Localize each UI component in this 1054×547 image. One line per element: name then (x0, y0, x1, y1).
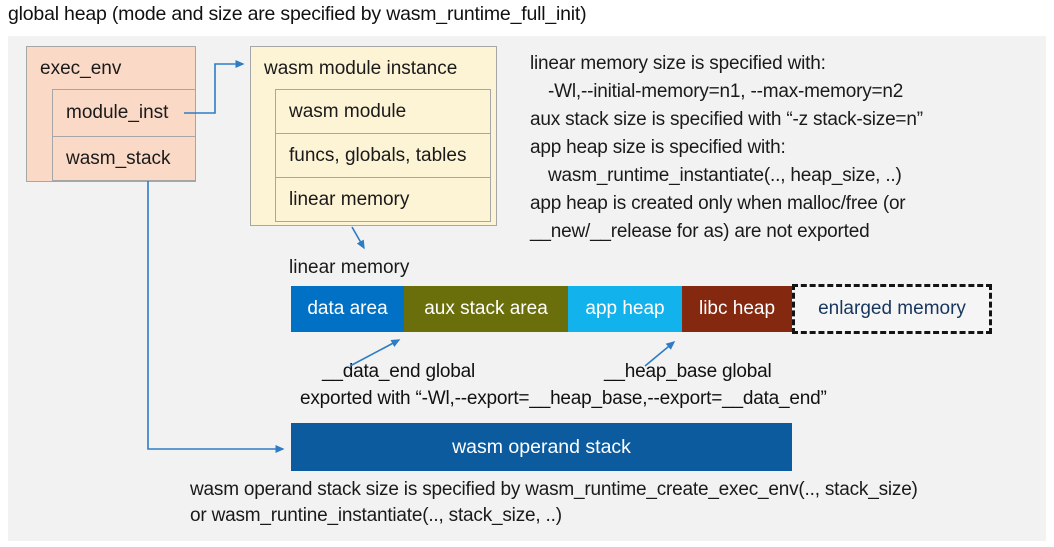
exported-with-label: exported with “-Wl,--export=__heap_base,… (300, 388, 827, 409)
module-inst-label: module_inst (66, 102, 169, 123)
note-line: wasm_runtime_instantiate(.., heap_size, … (548, 165, 902, 186)
exec-env-label: exec_env (40, 58, 122, 79)
note-line: app heap size is specified with: (530, 137, 786, 158)
segment-app-heap: app heap (568, 286, 682, 332)
linear-memory-caption: linear memory (289, 257, 410, 278)
operand-stack-note: wasm operand stack size is specified by … (190, 477, 918, 529)
module-inst-box: module_inst (52, 89, 196, 137)
note-line: linear memory size is specified with: (530, 53, 826, 74)
funcs-globals-tables-box: funcs, globals, tables (275, 133, 491, 178)
data-end-global-label: __data_end global (322, 361, 475, 382)
note-line: __new/__release for as) are not exported (530, 221, 870, 242)
wasm-module-box: wasm module (275, 89, 491, 134)
page-title: global heap (mode and size are specified… (8, 3, 587, 25)
segment-enlarged-memory: enlarged memory (792, 284, 992, 334)
segment-data-area-label: data area (307, 298, 388, 319)
funcs-globals-tables-label: funcs, globals, tables (289, 144, 467, 166)
segment-data-area: data area (291, 286, 404, 332)
note-line: app heap is created only when malloc/fre… (530, 193, 906, 214)
note-line: aux stack size is specified with “-z sta… (530, 109, 923, 130)
wasm-stack-label: wasm_stack (66, 147, 171, 169)
wasm-module-instance-label: wasm module instance (264, 58, 458, 79)
segment-aux-stack-area: aux stack area (404, 286, 568, 332)
heap-base-global-label: __heap_base global (604, 361, 772, 382)
operand-stack-note-line1: wasm operand stack size is specified by … (190, 479, 918, 500)
wasm-operand-stack-bar: wasm operand stack (291, 423, 792, 471)
operand-stack-note-line2: or wasm_runtine_instantiate(.., stack_si… (190, 505, 562, 526)
segment-aux-stack-area-label: aux stack area (424, 298, 548, 319)
segment-enlarged-memory-label: enlarged memory (818, 298, 966, 319)
linear-memory-box: linear memory (275, 177, 491, 222)
note-line: -Wl,--initial-memory=n1, --max-memory=n2 (548, 81, 904, 102)
segment-libc-heap: libc heap (682, 286, 792, 332)
linear-memory-row-label: linear memory (289, 188, 410, 210)
segment-app-heap-label: app heap (585, 298, 665, 319)
notes-block: linear memory size is specified with: -W… (530, 50, 923, 246)
wasm-stack-box: wasm_stack (52, 136, 196, 181)
segment-libc-heap-label: libc heap (698, 298, 776, 319)
wasm-operand-stack-label: wasm operand stack (452, 435, 631, 458)
wasm-module-label: wasm module (289, 100, 407, 122)
